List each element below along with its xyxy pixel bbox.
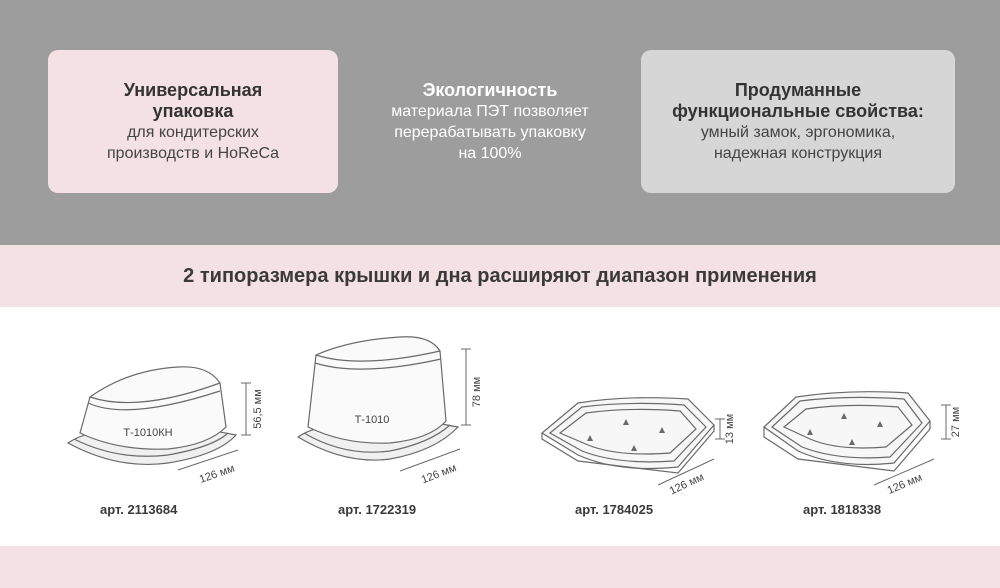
vent-holes xyxy=(587,419,665,451)
product-base-13: 13 мм 126 мм xyxy=(538,335,748,497)
product-label: Т-1010 xyxy=(355,414,390,426)
height-dimension: 56,5 мм xyxy=(252,389,264,429)
feature-card-universal: Универсальная упаковка для кондитерских … xyxy=(48,50,338,193)
article-number: арт. 1818338 xyxy=(803,502,882,517)
product-t1010: Т-1010 78 мм 126 мм xyxy=(290,335,490,495)
feature-card-eco: Экологичность материала ПЭТ позволяет пе… xyxy=(352,50,628,193)
feature-text: на 100% xyxy=(458,144,522,162)
container-base-flat-icon: 13 мм 126 мм xyxy=(540,397,736,497)
width-dimension: 126 мм xyxy=(420,462,458,486)
feature-text: надежная конструкция xyxy=(713,144,883,162)
vent-holes xyxy=(807,413,883,445)
container-base-deep-icon: 27 мм 126 мм xyxy=(763,391,962,497)
width-dimension: 126 мм xyxy=(886,472,924,497)
feature-title: Экологичность xyxy=(422,79,558,100)
feature-card-functional: Продуманные функциональные свойства: умн… xyxy=(641,50,955,193)
article-number: арт. 1784025 xyxy=(575,502,654,517)
height-dimension: 27 мм xyxy=(950,407,962,437)
product-base-27: 27 мм 126 мм xyxy=(758,335,978,497)
footer-band xyxy=(0,546,1000,588)
feature-text: для кондитерских xyxy=(127,123,259,141)
product-t1010kh: Т-1010КН 56,5 мм 126 мм xyxy=(58,335,278,495)
section-header: 2 типоразмера крышки и дна расширяют диа… xyxy=(0,245,1000,307)
article-number: арт. 2113684 xyxy=(100,502,178,517)
container-dome-tall-icon: Т-1010 78 мм 126 мм xyxy=(296,336,483,486)
feature-text: материала ПЭТ позволяет xyxy=(391,102,589,120)
feature-title: Универсальная xyxy=(123,79,263,100)
height-dimension: 78 мм xyxy=(471,377,483,407)
container-dome-low-icon: Т-1010КН 56,5 мм 126 мм xyxy=(66,366,264,486)
product-label: Т-1010КН xyxy=(123,427,172,439)
feature-text: производств и HoReCa xyxy=(107,144,279,162)
feature-title: упаковка xyxy=(152,100,234,121)
feature-text: перерабатывать упаковку xyxy=(394,123,586,141)
feature-title: Продуманные xyxy=(734,79,862,100)
section-title: 2 типоразмера крышки и дна расширяют диа… xyxy=(183,264,817,287)
feature-text: умный замок, эргономика, xyxy=(700,123,896,141)
article-number: арт. 1722319 xyxy=(338,502,417,517)
feature-title: функциональные свойства: xyxy=(672,100,924,121)
height-dimension: 13 мм xyxy=(724,414,736,444)
width-dimension: 126 мм xyxy=(668,471,706,497)
width-dimension: 126 мм xyxy=(198,463,236,486)
